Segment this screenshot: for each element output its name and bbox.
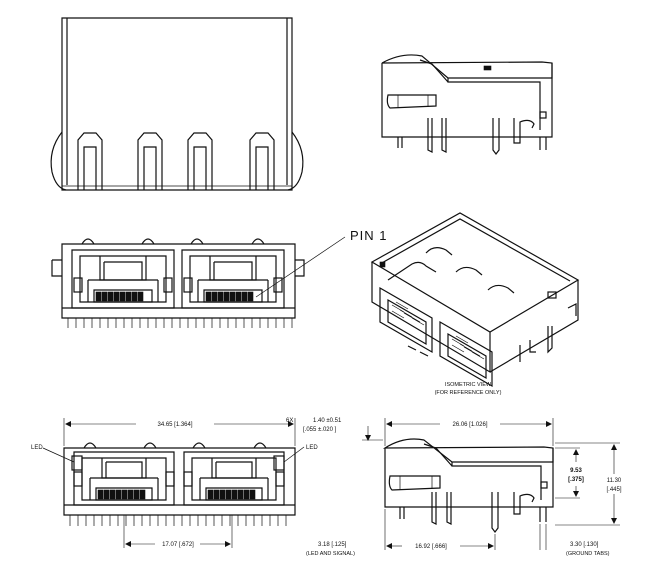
dim-height-mm: 11.30 xyxy=(607,478,622,484)
isometric-view: ISOMETRIC VIEW (FOR REFERENCE ONLY) xyxy=(370,212,580,396)
side-view-dimensioned: 26.06 [1.026] 9.53 [.375] 11.30 [.445] 1… xyxy=(362,418,622,557)
dim-pin-tol-mm: 1.40 ±0.51 xyxy=(313,418,342,424)
dim-ref-height-in: [.375] xyxy=(568,477,584,483)
dim-pitch: 17.07 [.672] xyxy=(162,542,194,548)
dim-led-signal-caption: (LED AND SIGNAL) xyxy=(306,551,355,557)
pin1-callout: PIN 1 xyxy=(255,228,388,298)
dim-ground-tab-caption: (GROUND TABS) xyxy=(566,551,610,557)
dim-height-in: [.445] xyxy=(606,487,621,493)
dim-depth: 26.06 [1.026] xyxy=(452,422,487,428)
front-view xyxy=(51,238,305,328)
dim-led-signal: 3.18 [.125] xyxy=(318,542,347,548)
dim-pin-tol-in: [.055 ±.020 ] xyxy=(303,427,337,433)
led-right-label: LED xyxy=(306,445,318,451)
dim-overall-width: 34.65 [1.364] xyxy=(157,422,192,428)
iso-caption-2: (FOR REFERENCE ONLY) xyxy=(435,390,502,396)
dim-ground-tab: 3.30 [.130] xyxy=(570,542,599,548)
top-view xyxy=(50,17,304,191)
dim-pin-offset: 16.92 [.666] xyxy=(415,544,447,550)
iso-caption-1: ISOMETRIC VIEW xyxy=(445,382,492,388)
pin1-label: PIN 1 xyxy=(350,228,388,243)
dim-ref-height-mm: 9.53 xyxy=(570,468,582,474)
dim-6x: 6X xyxy=(286,418,293,424)
side-view-top xyxy=(381,54,553,155)
led-left-label: LED xyxy=(31,445,43,451)
front-view-dimensioned: 34.65 [1.364] LED LED 6X 1.40 ±0.51 [.05… xyxy=(31,418,355,557)
